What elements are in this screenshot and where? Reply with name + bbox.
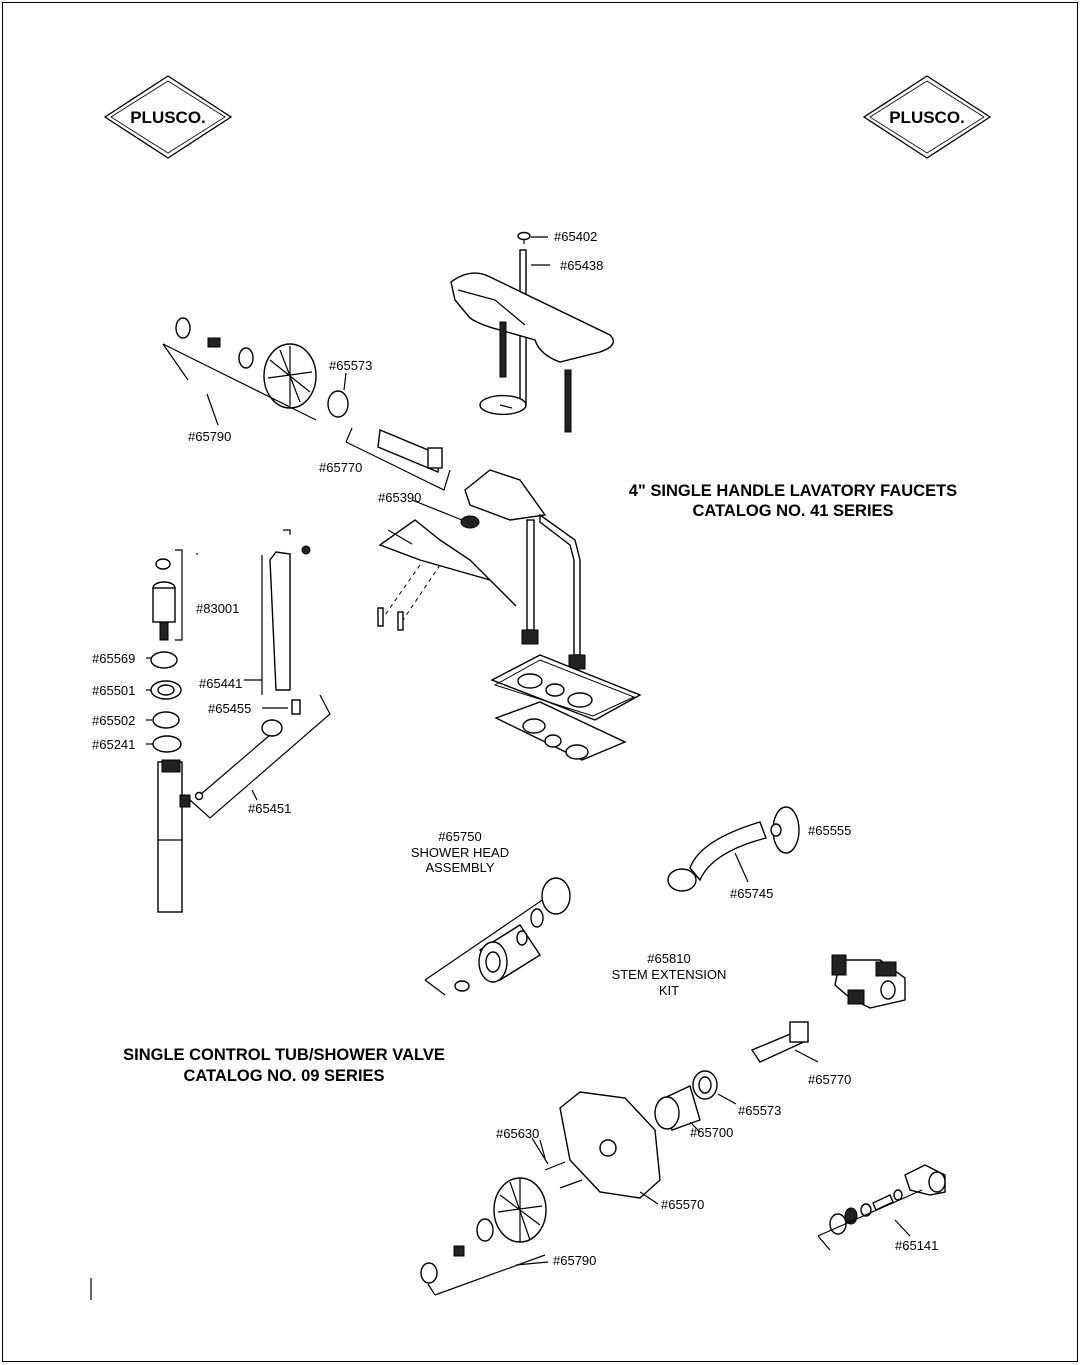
label-65451: #65451 [248,801,291,816]
label-65770-lav: #65770 [319,460,362,475]
label-65570: #65570 [661,1197,704,1212]
label-65502: #65502 [92,713,135,728]
label-65700: #65700 [690,1125,733,1140]
lavatory-handle-drawing [162,317,349,426]
label-65501: #65501 [92,683,135,698]
lavatory-escutcheon-drawing [490,654,642,761]
shower-head-line2: SHOWER HEAD [411,845,509,860]
label-65745: #65745 [730,886,773,901]
lavatory-title-line2: CATALOG NO. 41 SERIES [692,502,893,520]
label-65630: #65630 [496,1126,539,1141]
leader-lines [146,499,749,1266]
label-65438: #65438 [560,258,603,273]
label-65770-tub: #65770 [808,1072,851,1087]
tub-title-line2: CATALOG NO. 09 SERIES [183,1067,384,1085]
label-65555: #65555 [808,823,851,838]
label-65390: #65390 [378,490,421,505]
shower-head-line3: ASSEMBLY [425,860,494,875]
label-65790-tub: #65790 [553,1253,596,1268]
label-65402: #65402 [554,229,597,244]
popup-drain-drawing [150,529,331,913]
label-65569: #65569 [92,651,135,666]
plusco-logo-right: PLUSCO. [862,75,992,159]
shower-head-drawing [424,877,571,996]
stem-kit-drawing [831,954,906,1009]
shower-arm-drawing [667,806,800,892]
lavatory-title-line1: 4" SINGLE HANDLE LAVATORY FAUCETS [629,482,957,500]
stem-kit-number: #65810 [647,951,690,966]
logo-right-text: PLUSCO. [889,108,965,127]
lavatory-cartridge-drawing [345,427,451,491]
faucet-spout-drawing [450,231,614,433]
tub-title-line1: SINGLE CONTROL TUB/SHOWER VALVE [123,1046,445,1064]
stem-kit-line3: KIT [659,983,679,998]
label-65141: #65141 [895,1238,938,1253]
label-65790-lav: #65790 [188,429,231,444]
label-83001: #83001 [196,601,239,616]
diverter-drawing [817,1164,946,1251]
label-65573-lav: #65573 [329,358,372,373]
stem-kit-line2: STEM EXTENSION [612,967,727,982]
label-65441: #65441 [199,676,242,691]
shower-head-number: #65750 [438,829,481,844]
tub-valve-drawing [420,1021,819,1296]
plusco-logo-left: PLUSCO. [103,75,233,159]
label-65573-tub: #65573 [738,1103,781,1118]
label-65455: #65455 [208,701,251,716]
label-65241: #65241 [92,737,135,752]
lavatory-body-drawing [377,469,586,670]
logo-left-text: PLUSCO. [130,108,206,127]
